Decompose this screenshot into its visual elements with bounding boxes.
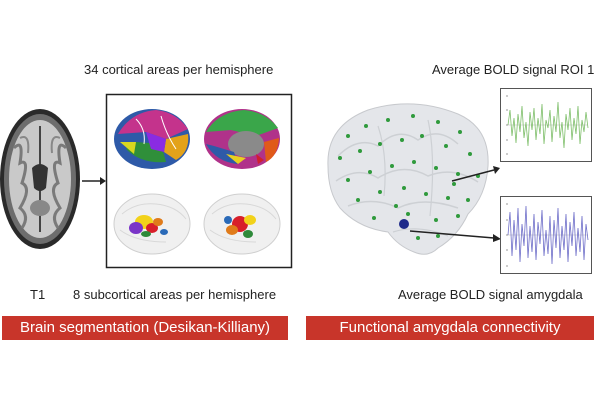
brain-segmentation-banner: Brain segmentation (Desikan-Killiany) bbox=[2, 316, 288, 340]
roi-signal-caption: Average BOLD signal ROI 1 bbox=[432, 62, 595, 77]
amygdala-node bbox=[399, 219, 409, 229]
subcortical-areas-caption: 8 subcortical areas per hemisphere bbox=[73, 287, 277, 302]
arrow-to-roi-signal bbox=[451, 166, 500, 182]
arrow-to-amygdala-signal bbox=[409, 230, 501, 242]
roi-signal-plot bbox=[500, 88, 592, 162]
subcortical-brain-right bbox=[203, 193, 281, 255]
cortical-areas-caption: 34 cortical areas per hemisphere bbox=[84, 62, 274, 77]
roi-nodes bbox=[338, 114, 480, 240]
t1-label: T1 bbox=[30, 287, 46, 302]
t1-mri-image bbox=[0, 108, 82, 250]
segmentation-panel bbox=[105, 93, 293, 269]
cortical-medial-brain bbox=[204, 109, 280, 169]
subcortical-brain-left bbox=[113, 193, 191, 255]
arrow-to-segmentation bbox=[82, 177, 106, 185]
amygdala-signal-caption: Average BOLD signal amygdala bbox=[398, 287, 583, 302]
cortical-lateral-brain bbox=[114, 109, 190, 169]
amygdala-signal-plot bbox=[500, 196, 592, 274]
functional-connectivity-banner: Functional amygdala connectivity bbox=[306, 316, 594, 340]
